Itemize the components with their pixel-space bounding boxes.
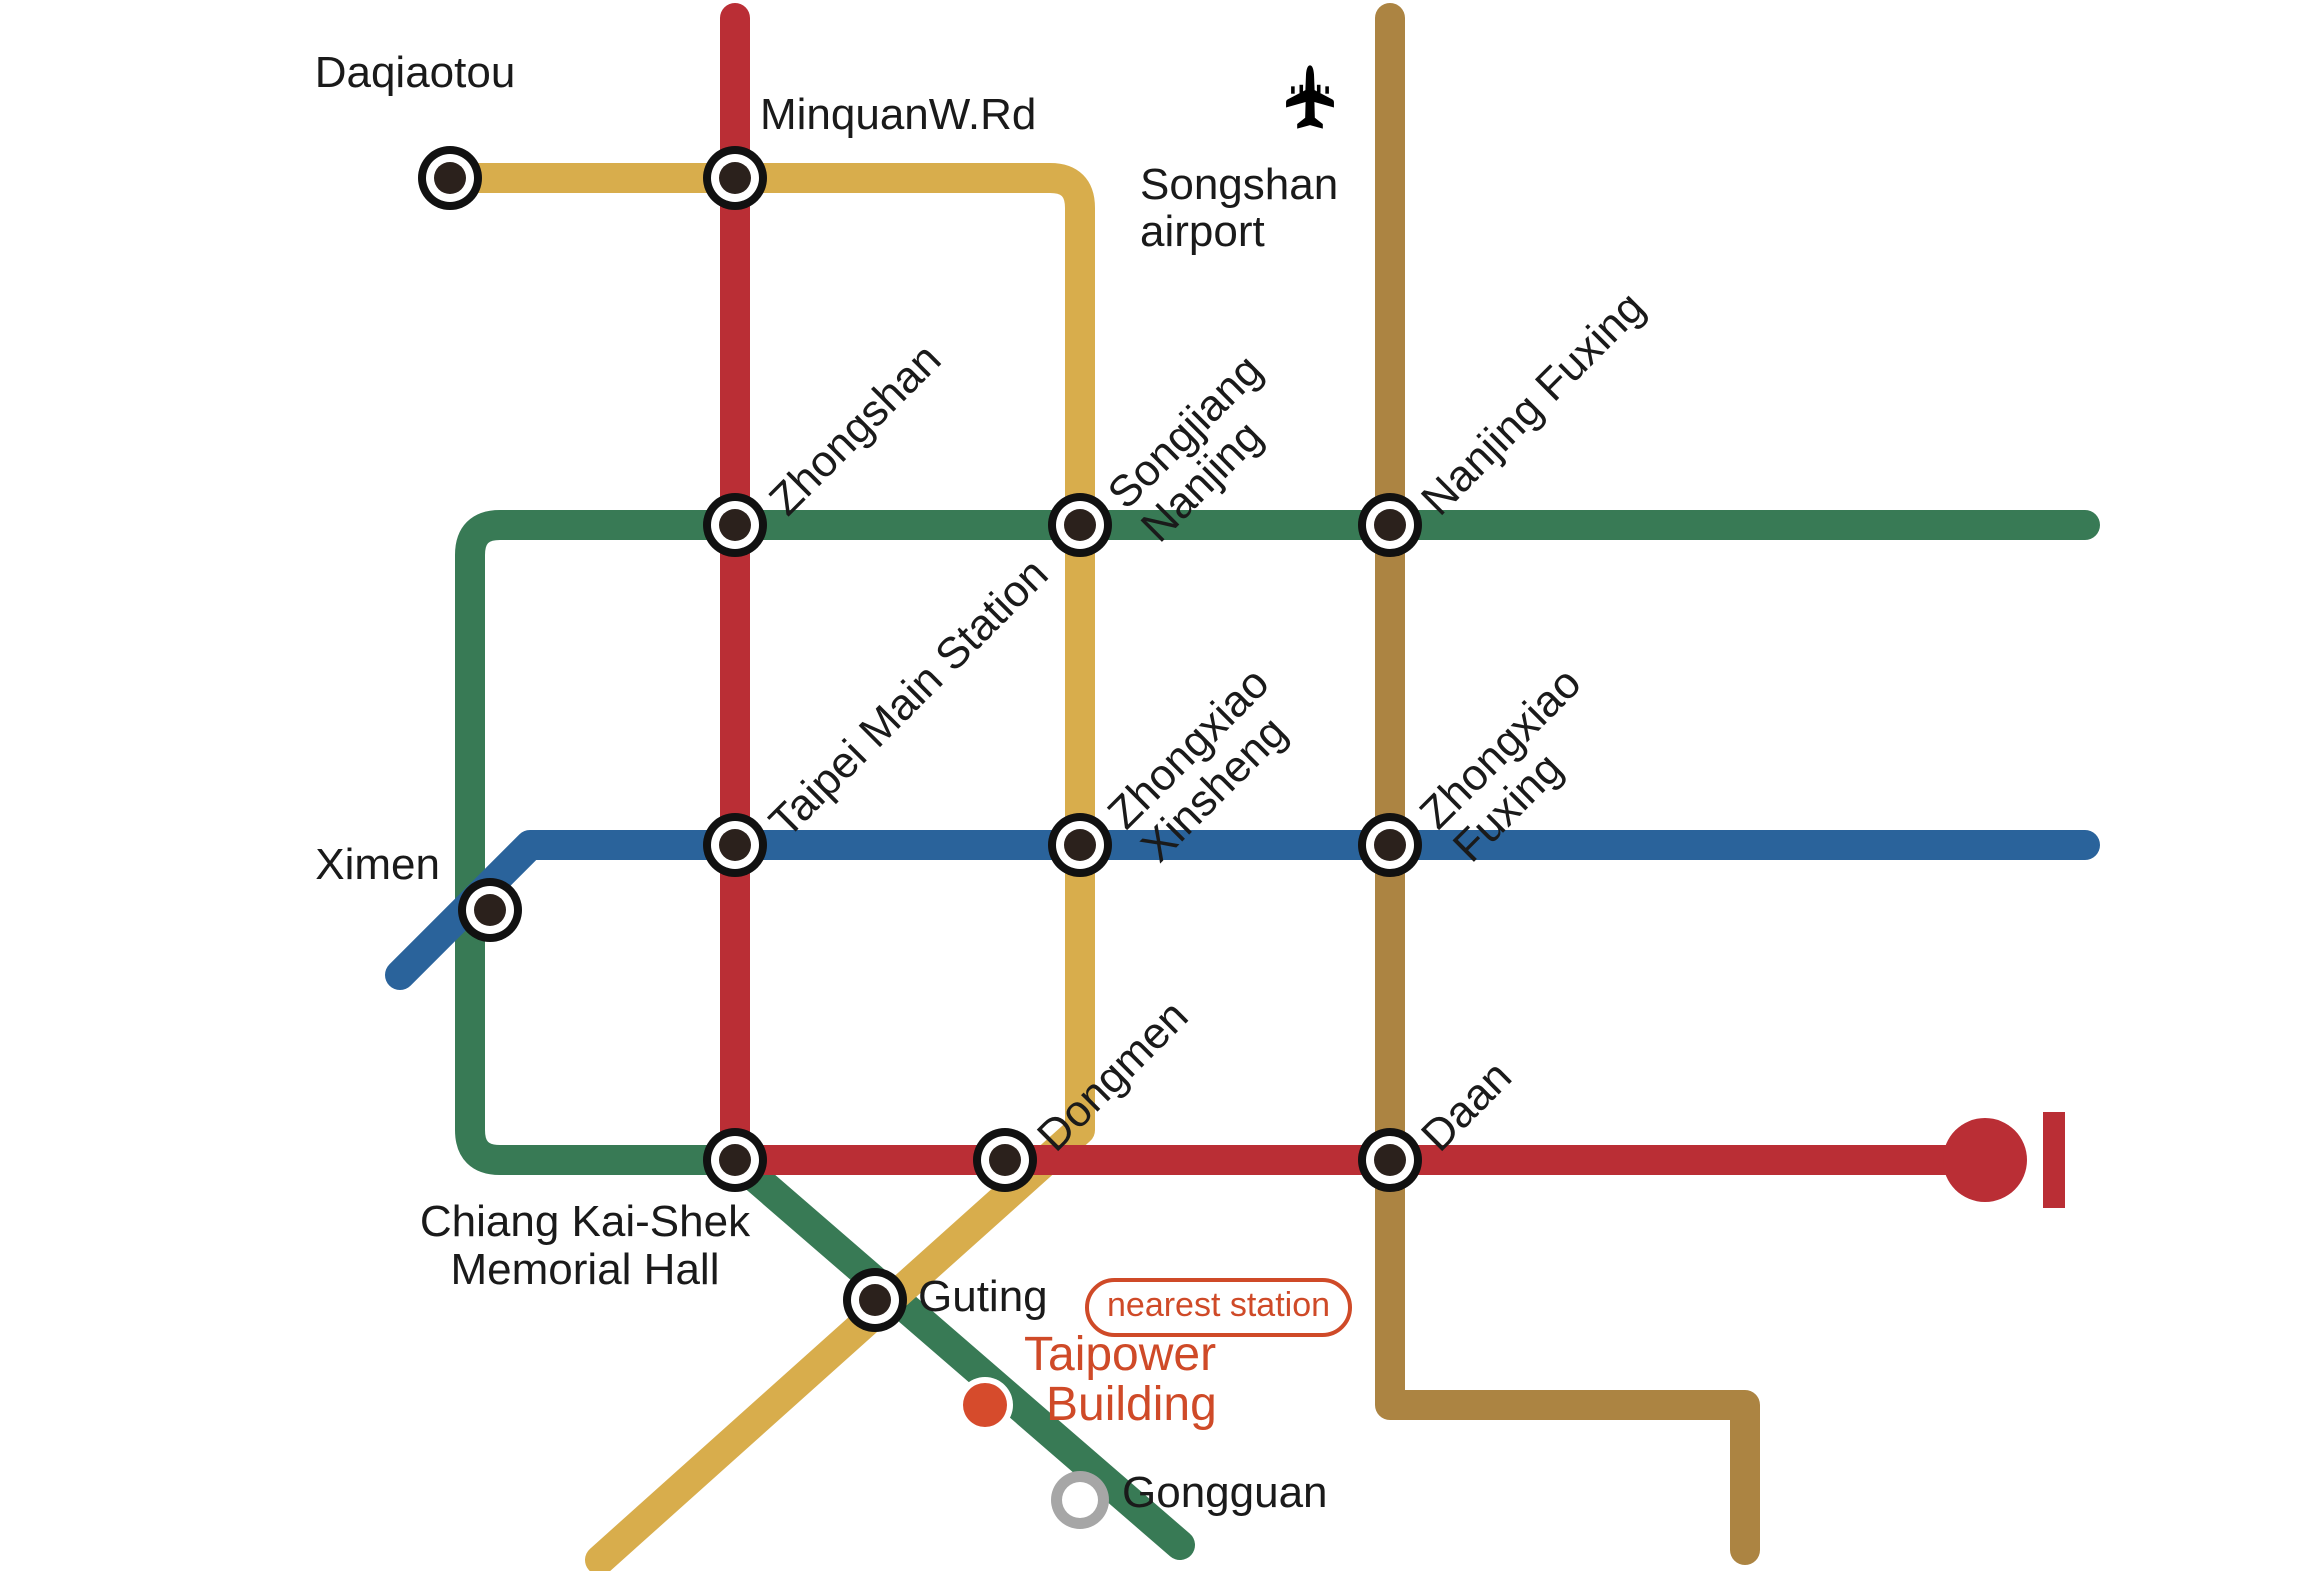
station-label-guting: Guting bbox=[918, 1272, 1048, 1321]
red-line-terminus-bar bbox=[2043, 1112, 2065, 1208]
destination-label-taipower-building: Taipower Building bbox=[1024, 1330, 1217, 1430]
taipower-line1: Taipower bbox=[1024, 1328, 1217, 1381]
station-marker-guting[interactable] bbox=[843, 1268, 907, 1332]
station-marker-taipei-main[interactable] bbox=[703, 813, 767, 877]
station-marker-songjiang-nanjing[interactable] bbox=[1048, 493, 1112, 557]
brown-line-path[interactable] bbox=[1375, 3, 1760, 1565]
station-marker-cks-memorial[interactable] bbox=[703, 1128, 767, 1192]
destination-marker-taipower-building[interactable] bbox=[957, 1377, 1013, 1433]
station-marker-ximen[interactable] bbox=[458, 878, 522, 942]
songshan-airport-line2: airport bbox=[1140, 206, 1265, 256]
station-marker-daan[interactable] bbox=[1358, 1128, 1422, 1192]
station-label-cks-memorial-hall: Chiang Kai-Shek Memorial Hall bbox=[420, 1198, 750, 1293]
songshan-airport-line1: Songshan bbox=[1140, 160, 1339, 209]
station-marker-nanjing-fuxing[interactable] bbox=[1358, 493, 1422, 557]
blue-line-path[interactable] bbox=[385, 830, 2100, 990]
green-line-path[interactable] bbox=[455, 510, 2100, 1560]
station-marker-minquan-w-rd[interactable] bbox=[703, 146, 767, 210]
cks-line2: Memorial Hall bbox=[450, 1244, 720, 1294]
taipower-line2: Building bbox=[1046, 1377, 1217, 1431]
station-marker-zhongxiao-xinsheng[interactable] bbox=[1048, 813, 1112, 877]
gold-line-path[interactable] bbox=[435, 163, 1095, 1571]
station-label-ximen: Ximen bbox=[315, 840, 440, 889]
station-marker-dongmen[interactable] bbox=[973, 1128, 1037, 1192]
station-marker-daqiaotou[interactable] bbox=[418, 146, 482, 210]
cks-line1: Chiang Kai-Shek bbox=[419, 1197, 751, 1246]
nearest-station-badge: nearest station bbox=[1085, 1278, 1353, 1337]
station-label-gongguan: Gongguan bbox=[1122, 1468, 1328, 1517]
station-label-daqiaotou: Daqiaotou bbox=[314, 48, 516, 97]
red-line-terminus-dot[interactable] bbox=[1943, 1118, 2027, 1202]
station-marker-layer bbox=[418, 146, 1422, 1529]
poi-label-songshan-airport: Songshan airport bbox=[1140, 160, 1339, 256]
airplane-icon bbox=[1286, 65, 1334, 129]
station-label-minquan-w-rd: MinquanW.Rd bbox=[760, 90, 1037, 139]
station-marker-gongguan[interactable] bbox=[1051, 1471, 1109, 1529]
station-marker-zhongxiao-fuxing[interactable] bbox=[1358, 813, 1422, 877]
station-marker-zhongshan[interactable] bbox=[703, 493, 767, 557]
